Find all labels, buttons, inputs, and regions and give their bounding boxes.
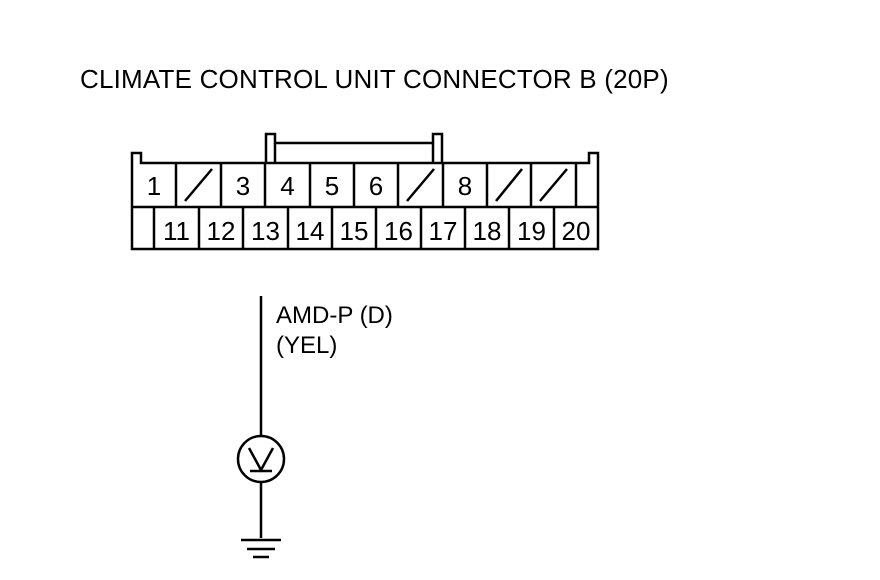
pin-label-15: 15 — [340, 216, 369, 246]
diagram-title: CLIMATE CONTROL UNIT CONNECTOR B (20P) — [80, 64, 669, 94]
connector-latch — [264, 132, 444, 163]
voltmeter-icon — [236, 434, 286, 484]
unused-pin-slash — [539, 168, 568, 202]
unused-pin-slash — [184, 168, 213, 202]
pin-label-3: 3 — [236, 171, 250, 201]
pin-label-5: 5 — [325, 171, 339, 201]
pin-label-11: 11 — [163, 216, 190, 246]
pin-label-4: 4 — [280, 171, 294, 201]
connector-housing — [130, 151, 600, 251]
ground-icon — [241, 538, 281, 559]
unused-pin-slash — [406, 168, 435, 202]
wire-color-label: (YEL) — [276, 332, 338, 359]
connector-b — [130, 132, 600, 251]
pin-label-12: 12 — [207, 216, 236, 246]
pin-label-16: 16 — [384, 216, 413, 246]
pin-label-1: 1 — [147, 171, 161, 201]
pin-label-8: 8 — [458, 171, 472, 201]
pin-label-14: 14 — [296, 216, 325, 246]
pin-label-13: 13 — [251, 216, 280, 246]
pin-label-6: 6 — [369, 171, 383, 201]
pin-label-18: 18 — [473, 216, 502, 246]
pin-label-19: 19 — [517, 216, 546, 246]
wire-terminal-label: AMD-P (D) — [276, 302, 393, 329]
pin-label-20: 20 — [562, 216, 591, 246]
unused-pin-slash — [495, 168, 523, 202]
pin-label-17: 17 — [429, 216, 458, 246]
